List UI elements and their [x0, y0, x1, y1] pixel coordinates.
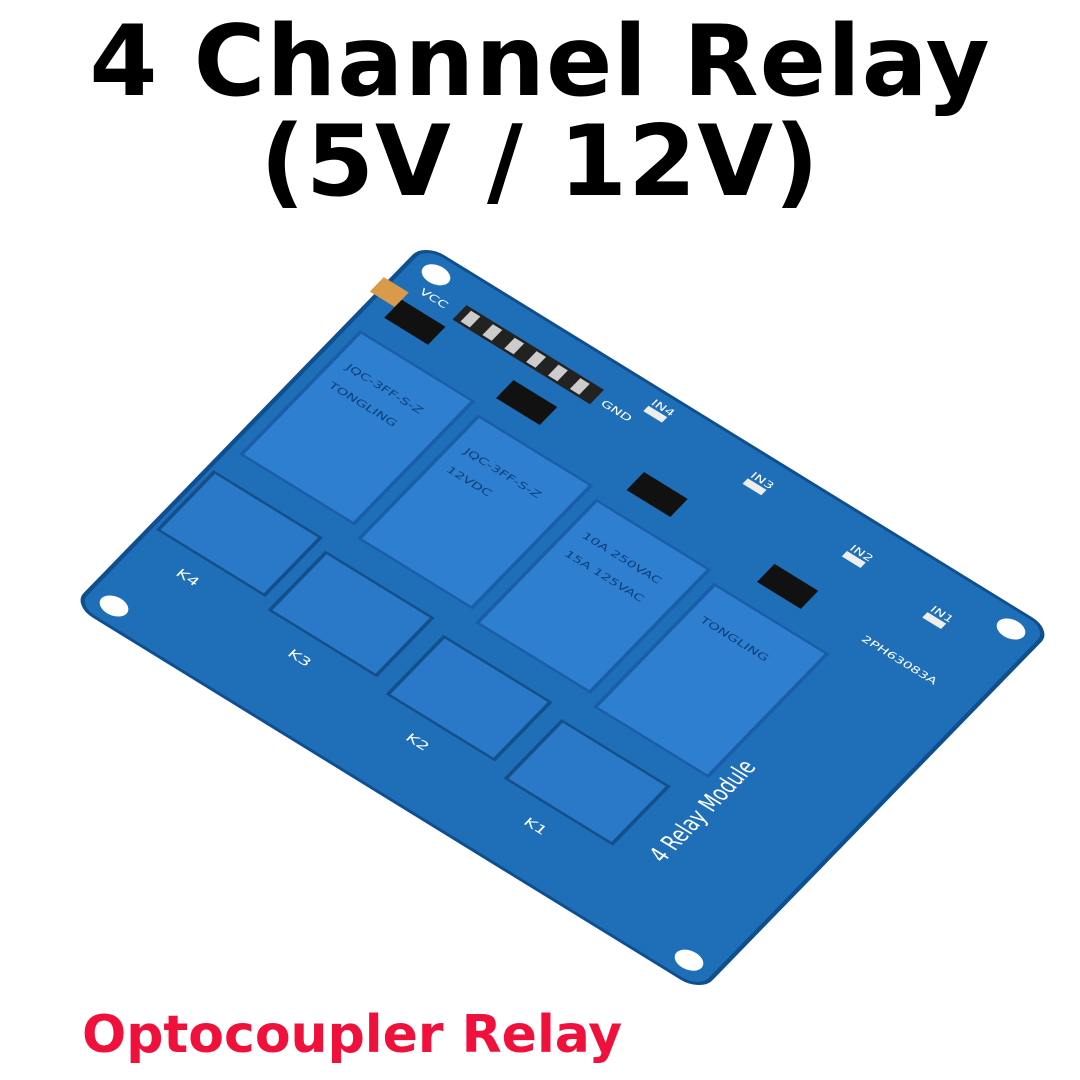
relay-k2: 10A 250VAC 15A 125VAC — [475, 498, 712, 694]
terminal-k3[interactable] — [267, 550, 435, 678]
mount-hole — [674, 949, 704, 971]
led-in1 — [922, 612, 947, 630]
mount-hole — [996, 618, 1026, 640]
optocoupler — [496, 380, 558, 426]
subtitle: Optocoupler Relay — [82, 1005, 623, 1065]
jumper[interactable] — [369, 277, 409, 307]
optocoupler — [757, 563, 819, 609]
title-line-1: 4 Channel Relay — [89, 5, 991, 119]
optocoupler — [626, 471, 688, 517]
terminal-k1[interactable] — [503, 718, 671, 846]
title-line-2: (5V / 12V) — [260, 105, 820, 219]
mount-hole — [99, 595, 129, 617]
relay-k3: JQC-3FF-S-Z 12VDC — [357, 414, 594, 610]
terminal-k2[interactable] — [385, 634, 553, 762]
led-in2 — [841, 550, 866, 568]
relay-k4: JQC-3FF-S-Z TONGLING — [239, 330, 476, 526]
led-in3 — [742, 478, 767, 496]
optocoupler — [384, 299, 446, 345]
mount-hole — [421, 264, 451, 286]
terminal-k4[interactable] — [155, 470, 323, 597]
led-in4 — [643, 405, 668, 423]
relay-k1: TONGLING — [593, 582, 830, 779]
pin-header — [452, 305, 604, 405]
